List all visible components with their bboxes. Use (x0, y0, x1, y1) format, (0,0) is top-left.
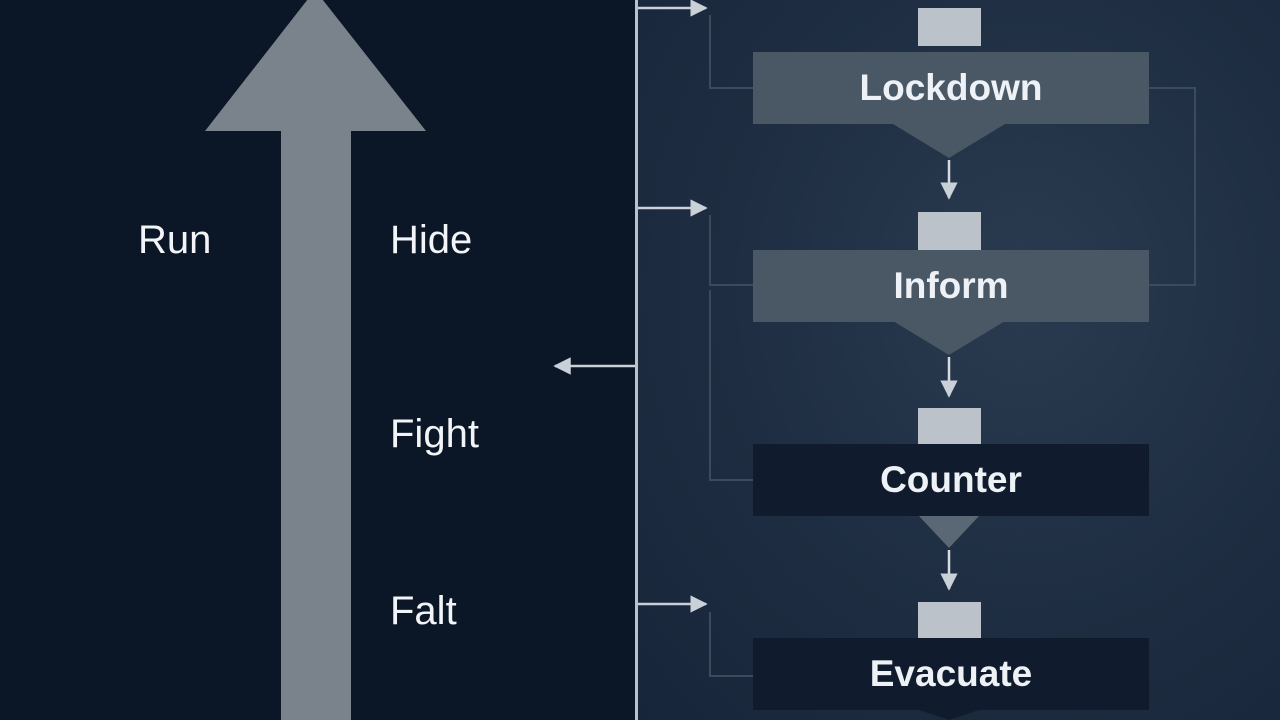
step-box-counter: Counter (753, 444, 1149, 516)
vertical-divider (635, 0, 638, 720)
label-falt: Falt (390, 589, 457, 633)
pointer-lockdown (893, 124, 1005, 158)
pointer-evacuate (919, 710, 979, 720)
tab-lockdown (918, 8, 981, 46)
pointer-inform (893, 321, 1005, 355)
step-box-evacuate: Evacuate (753, 638, 1149, 710)
tab-counter (918, 408, 981, 446)
big-up-arrow (205, 0, 426, 720)
label-fight: Fight (390, 412, 479, 456)
label-run: Run (138, 218, 212, 262)
tab-inform (918, 212, 981, 250)
step-box-lockdown: Lockdown (753, 52, 1149, 124)
pointer-counter (919, 516, 979, 548)
tab-evacuate (918, 602, 981, 640)
label-hide: Hide (390, 218, 473, 262)
step-box-inform: Inform (753, 250, 1149, 322)
faint-brackets (709, 15, 1196, 677)
